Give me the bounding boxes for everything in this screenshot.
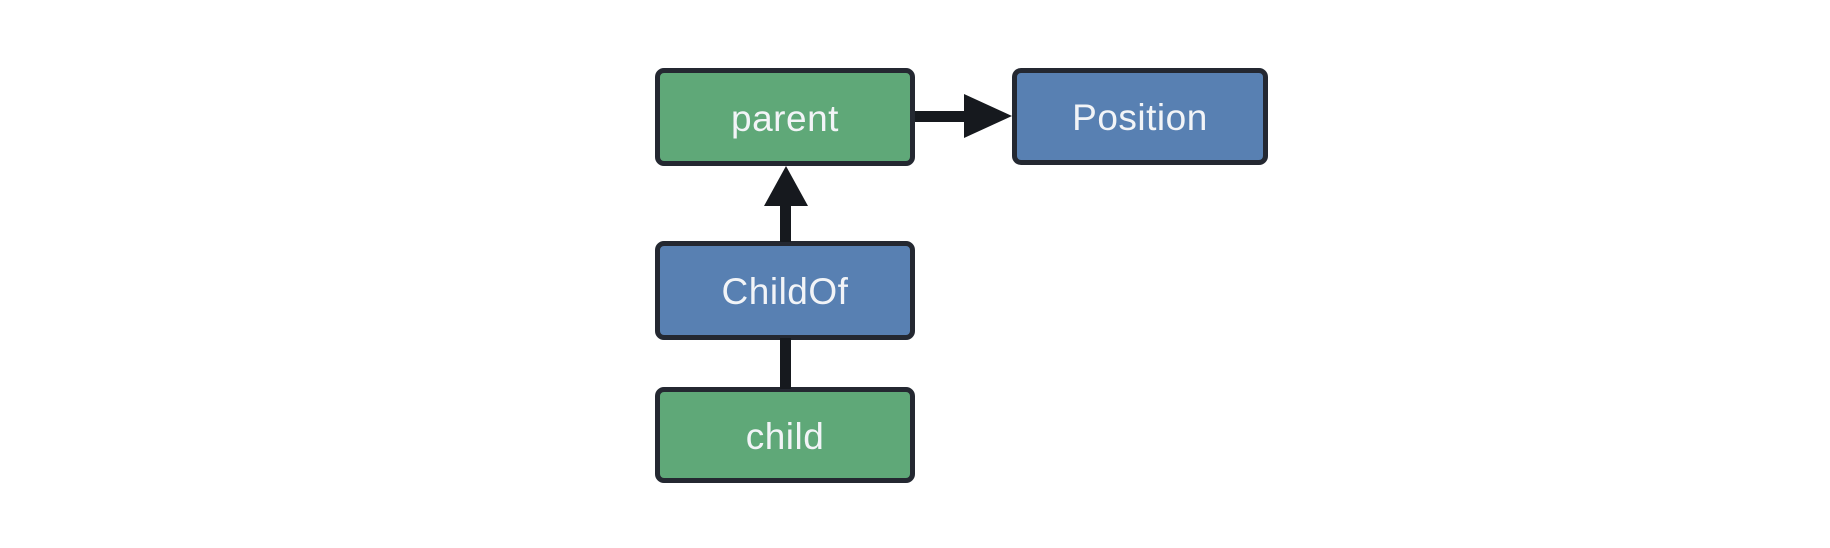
node-childof-label: ChildOf	[721, 271, 849, 312]
node-parent-label: parent	[731, 97, 839, 139]
edge-child-childof-line	[780, 338, 791, 389]
node-childof: ChildOf	[655, 241, 915, 340]
node-position-label: Position	[1072, 97, 1208, 138]
node-child-label: child	[745, 415, 825, 457]
edge-childof-parent-arrowhead-up-icon	[764, 166, 808, 206]
edge-parent-position-shaft	[915, 111, 967, 122]
node-child: child	[655, 387, 915, 483]
edge-parent-position-arrowhead-right-icon	[964, 94, 1012, 138]
edge-childof-parent-shaft	[780, 202, 791, 242]
node-parent: parent	[655, 68, 915, 166]
node-position: Position	[1012, 68, 1268, 165]
